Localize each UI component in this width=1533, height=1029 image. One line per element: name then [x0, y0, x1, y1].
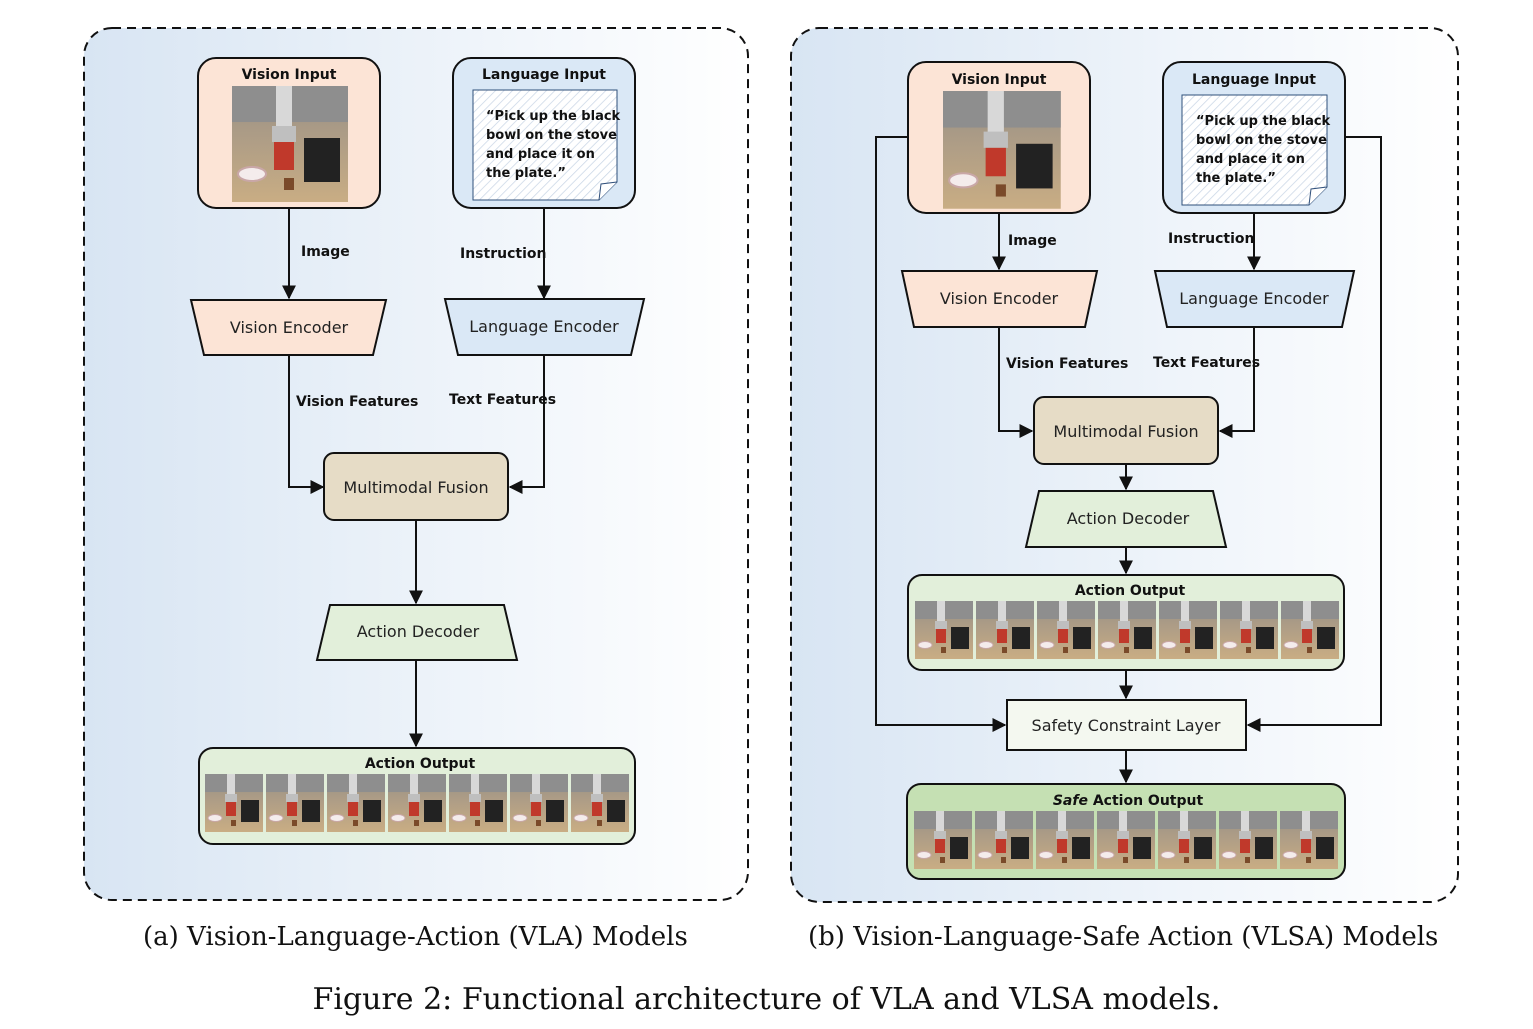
vision-features-label: Vision Features	[296, 394, 418, 410]
language-encoder: Language Encoder	[443, 298, 646, 356]
vision-input-box: Vision Input	[907, 61, 1091, 214]
fusion-label: Multimodal Fusion	[343, 478, 488, 497]
instruction-note	[472, 89, 618, 201]
multimodal-fusion: Multimodal Fusion	[1033, 396, 1219, 465]
instruction-line-1: “Pick up the black	[486, 109, 621, 124]
instruction-line-3: and place it on	[1196, 152, 1305, 167]
action-output-frames	[914, 600, 1340, 660]
panel-a: Vision Input Language Input “Pick up the…	[83, 27, 749, 901]
arrow-language-bypass	[1246, 136, 1382, 732]
image-label: Image	[1008, 233, 1057, 249]
vision-encoder-label: Vision Encoder	[230, 318, 349, 337]
multimodal-fusion: Multimodal Fusion	[323, 452, 509, 521]
vision-features-label: Vision Features	[1006, 356, 1128, 372]
language-encoder: Language Encoder	[1153, 270, 1356, 328]
language-encoder-label: Language Encoder	[1179, 289, 1329, 308]
text-features-label: Text Features	[1153, 355, 1260, 371]
instruction-note	[1181, 94, 1328, 206]
image-label: Image	[301, 244, 350, 260]
instruction-label: Instruction	[1168, 231, 1254, 247]
arrow-vision-bypass	[875, 136, 1007, 732]
language-input-box: Language Input “Pick up the black bowl o…	[452, 57, 636, 209]
vision-input-title: Vision Input	[952, 72, 1047, 88]
instruction-line-1: “Pick up the black	[1196, 114, 1331, 129]
figure-caption: Figure 2: Functional architecture of VLA…	[312, 982, 1221, 1017]
decoder-label: Action Decoder	[357, 622, 480, 641]
language-input-box: Language Input “Pick up the black bowl o…	[1162, 61, 1346, 214]
safe-action-output-frames	[913, 810, 1339, 870]
instruction-line-4: the plate.”	[486, 166, 566, 181]
vision-encoder: Vision Encoder	[900, 270, 1099, 328]
action-output-box: Action Output	[907, 574, 1345, 671]
instruction-label: Instruction	[460, 246, 546, 262]
vision-encoder-label: Vision Encoder	[940, 289, 1059, 308]
action-decoder: Action Decoder	[315, 604, 519, 661]
safe-title-rest: Action Output	[1088, 793, 1204, 809]
arrow-text-features	[508, 355, 545, 494]
language-input-title: Language Input	[1192, 72, 1316, 88]
vision-input-title: Vision Input	[242, 67, 337, 83]
language-encoder-label: Language Encoder	[469, 317, 619, 336]
action-output-frames	[204, 773, 630, 833]
action-output-box: Action Output	[198, 747, 636, 845]
arrow-vision-features	[288, 355, 325, 494]
safe-action-output-box: Safe Action Output	[906, 783, 1346, 880]
fusion-label: Multimodal Fusion	[1053, 422, 1198, 441]
action-output-title: Action Output	[365, 756, 476, 772]
panel-b: Vision Input Language Input “Pick up the…	[790, 27, 1459, 903]
vision-input-image	[941, 89, 1062, 210]
vision-encoder: Vision Encoder	[189, 299, 388, 356]
safety-layer-label: Safety Constraint Layer	[1032, 716, 1221, 735]
instruction-line-2: bowl on the stove	[486, 128, 617, 143]
panel-b-caption: (b) Vision-Language-Safe Action (VLSA) M…	[808, 922, 1439, 952]
arrow-vision-features	[998, 327, 1034, 438]
text-features-label: Text Features	[449, 392, 556, 408]
vision-input-image	[231, 85, 349, 203]
safe-action-output-title: Safe Action Output	[1053, 793, 1204, 809]
language-input-title: Language Input	[482, 67, 606, 83]
arrow-text-features	[1218, 327, 1255, 438]
instruction-line-2: bowl on the stove	[1196, 133, 1327, 148]
instruction-line-3: and place it on	[486, 147, 595, 162]
action-output-title: Action Output	[1075, 583, 1186, 599]
safety-constraint-layer: Safety Constraint Layer	[1006, 699, 1247, 751]
panel-a-caption: (a) Vision-Language-Action (VLA) Models	[143, 922, 688, 952]
decoder-label: Action Decoder	[1067, 509, 1190, 528]
safe-word: Safe	[1053, 793, 1088, 809]
action-decoder: Action Decoder	[1024, 490, 1228, 548]
vision-input-box: Vision Input	[197, 57, 381, 209]
instruction-line-4: the plate.”	[1196, 171, 1276, 186]
